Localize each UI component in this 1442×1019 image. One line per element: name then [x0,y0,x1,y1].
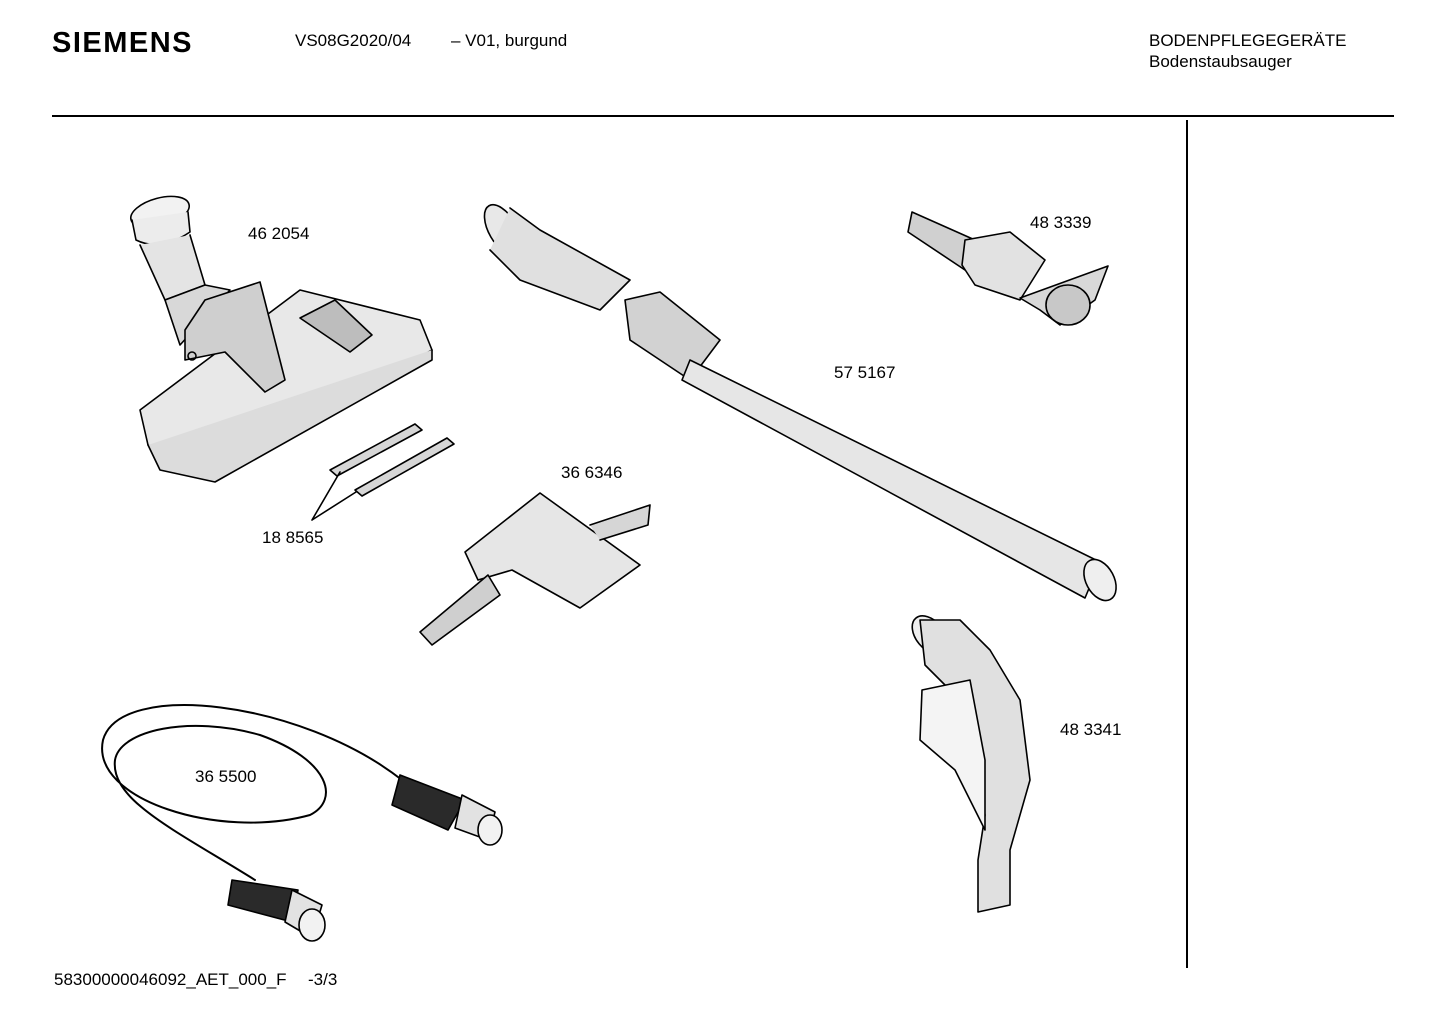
model-variant: – V01, burgund [451,31,568,50]
floor-nozzle-drawing [129,195,433,483]
part-number-brush-strips: 18 8565 [262,528,324,547]
brand-logo: SIEMENS [52,27,194,59]
part-number-telescopic-tube: 57 5167 [834,363,896,382]
document-footer: 58300000046092_AET_000_F -3/3 [54,970,337,990]
part-number-suction-hose: 36 5500 [195,767,257,786]
part-number-hose-handle: 48 3341 [1060,720,1122,739]
brush-strips-drawing [311,423,455,521]
model-number: VS08G2020/04 [295,31,412,50]
part-number-floor-nozzle: 46 2054 [248,224,310,243]
header-divider [52,115,1394,117]
hose-handle-drawing [911,615,1031,913]
upholstery-nozzle-drawing [907,211,1109,326]
page-indicator: -3/3 [308,970,338,989]
part-number-crevice-tool: 36 6346 [561,463,623,482]
crevice-tool-drawing [419,492,651,646]
part-number-upholstery-nozzle: 48 3339 [1030,213,1092,232]
subcategory-title: Bodenstaubsauger [1149,52,1292,71]
document-id: 58300000046092_AET_000_F [54,970,287,989]
right-margin-divider [1186,120,1188,968]
suction-hose-drawing [101,704,503,942]
telescopic-tube-drawing [483,203,1117,602]
category-title: BODENPFLEGEGERÄTE [1149,31,1347,50]
